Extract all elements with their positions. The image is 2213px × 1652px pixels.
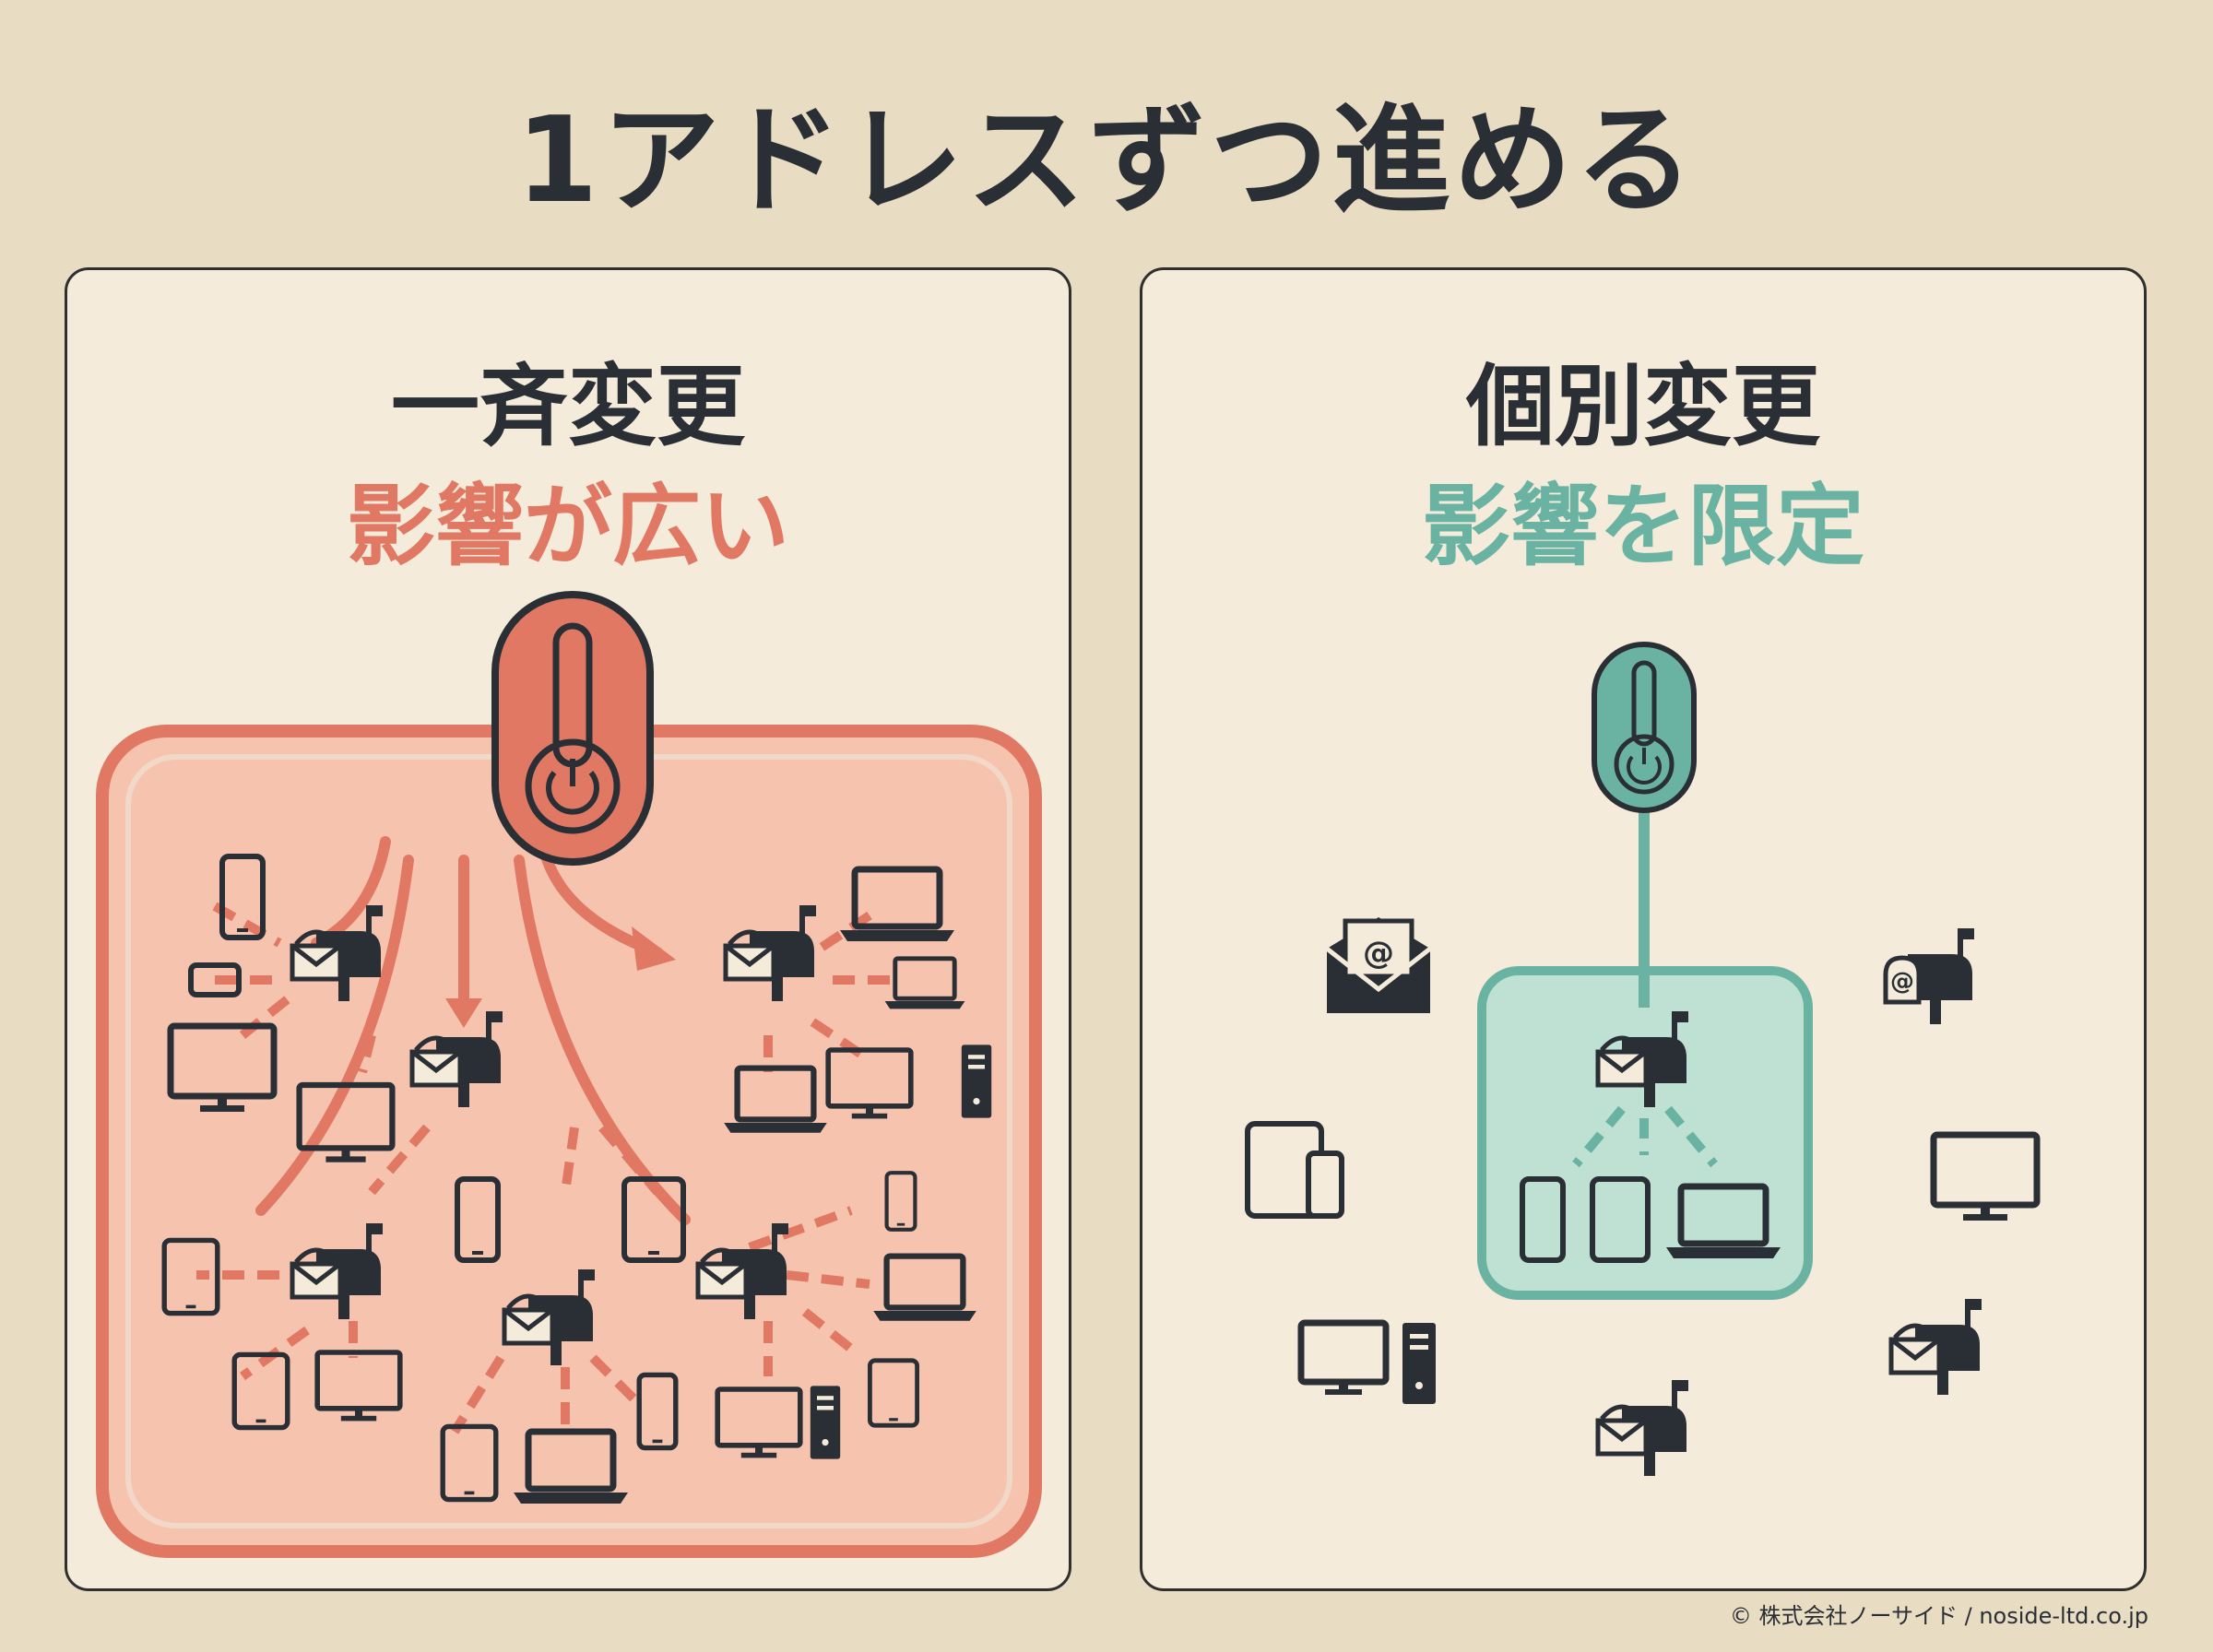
- panel-bulk-change: 一斉変更 影響が広い: [65, 267, 1071, 1591]
- email-envelope-icon: @: [1325, 917, 1432, 1013]
- power-switch-icon: [1592, 642, 1697, 813]
- svg-text:@: @: [1363, 935, 1394, 972]
- panel-subheading-bulk: 影響が広い: [347, 475, 789, 578]
- panel-heading-bulk: 一斉変更: [391, 355, 745, 458]
- power-switch-icon: [491, 591, 654, 866]
- bulk-change-diagram: [96, 591, 1042, 1558]
- copyright-footer: © 株式会社ノーサイド / noside-ltd.co.jp: [1729, 1603, 2148, 1629]
- panel-heading-individual: 個別変更: [1466, 355, 1820, 458]
- page-title: 1アドレスずつ進める: [515, 92, 1698, 230]
- panel-individual-change: 個別変更 影響を限定 @: [1140, 267, 2147, 1591]
- individual-change-diagram: @ @: [1245, 642, 2041, 1591]
- panel-subheading-individual: 影響を限定: [1422, 475, 1864, 578]
